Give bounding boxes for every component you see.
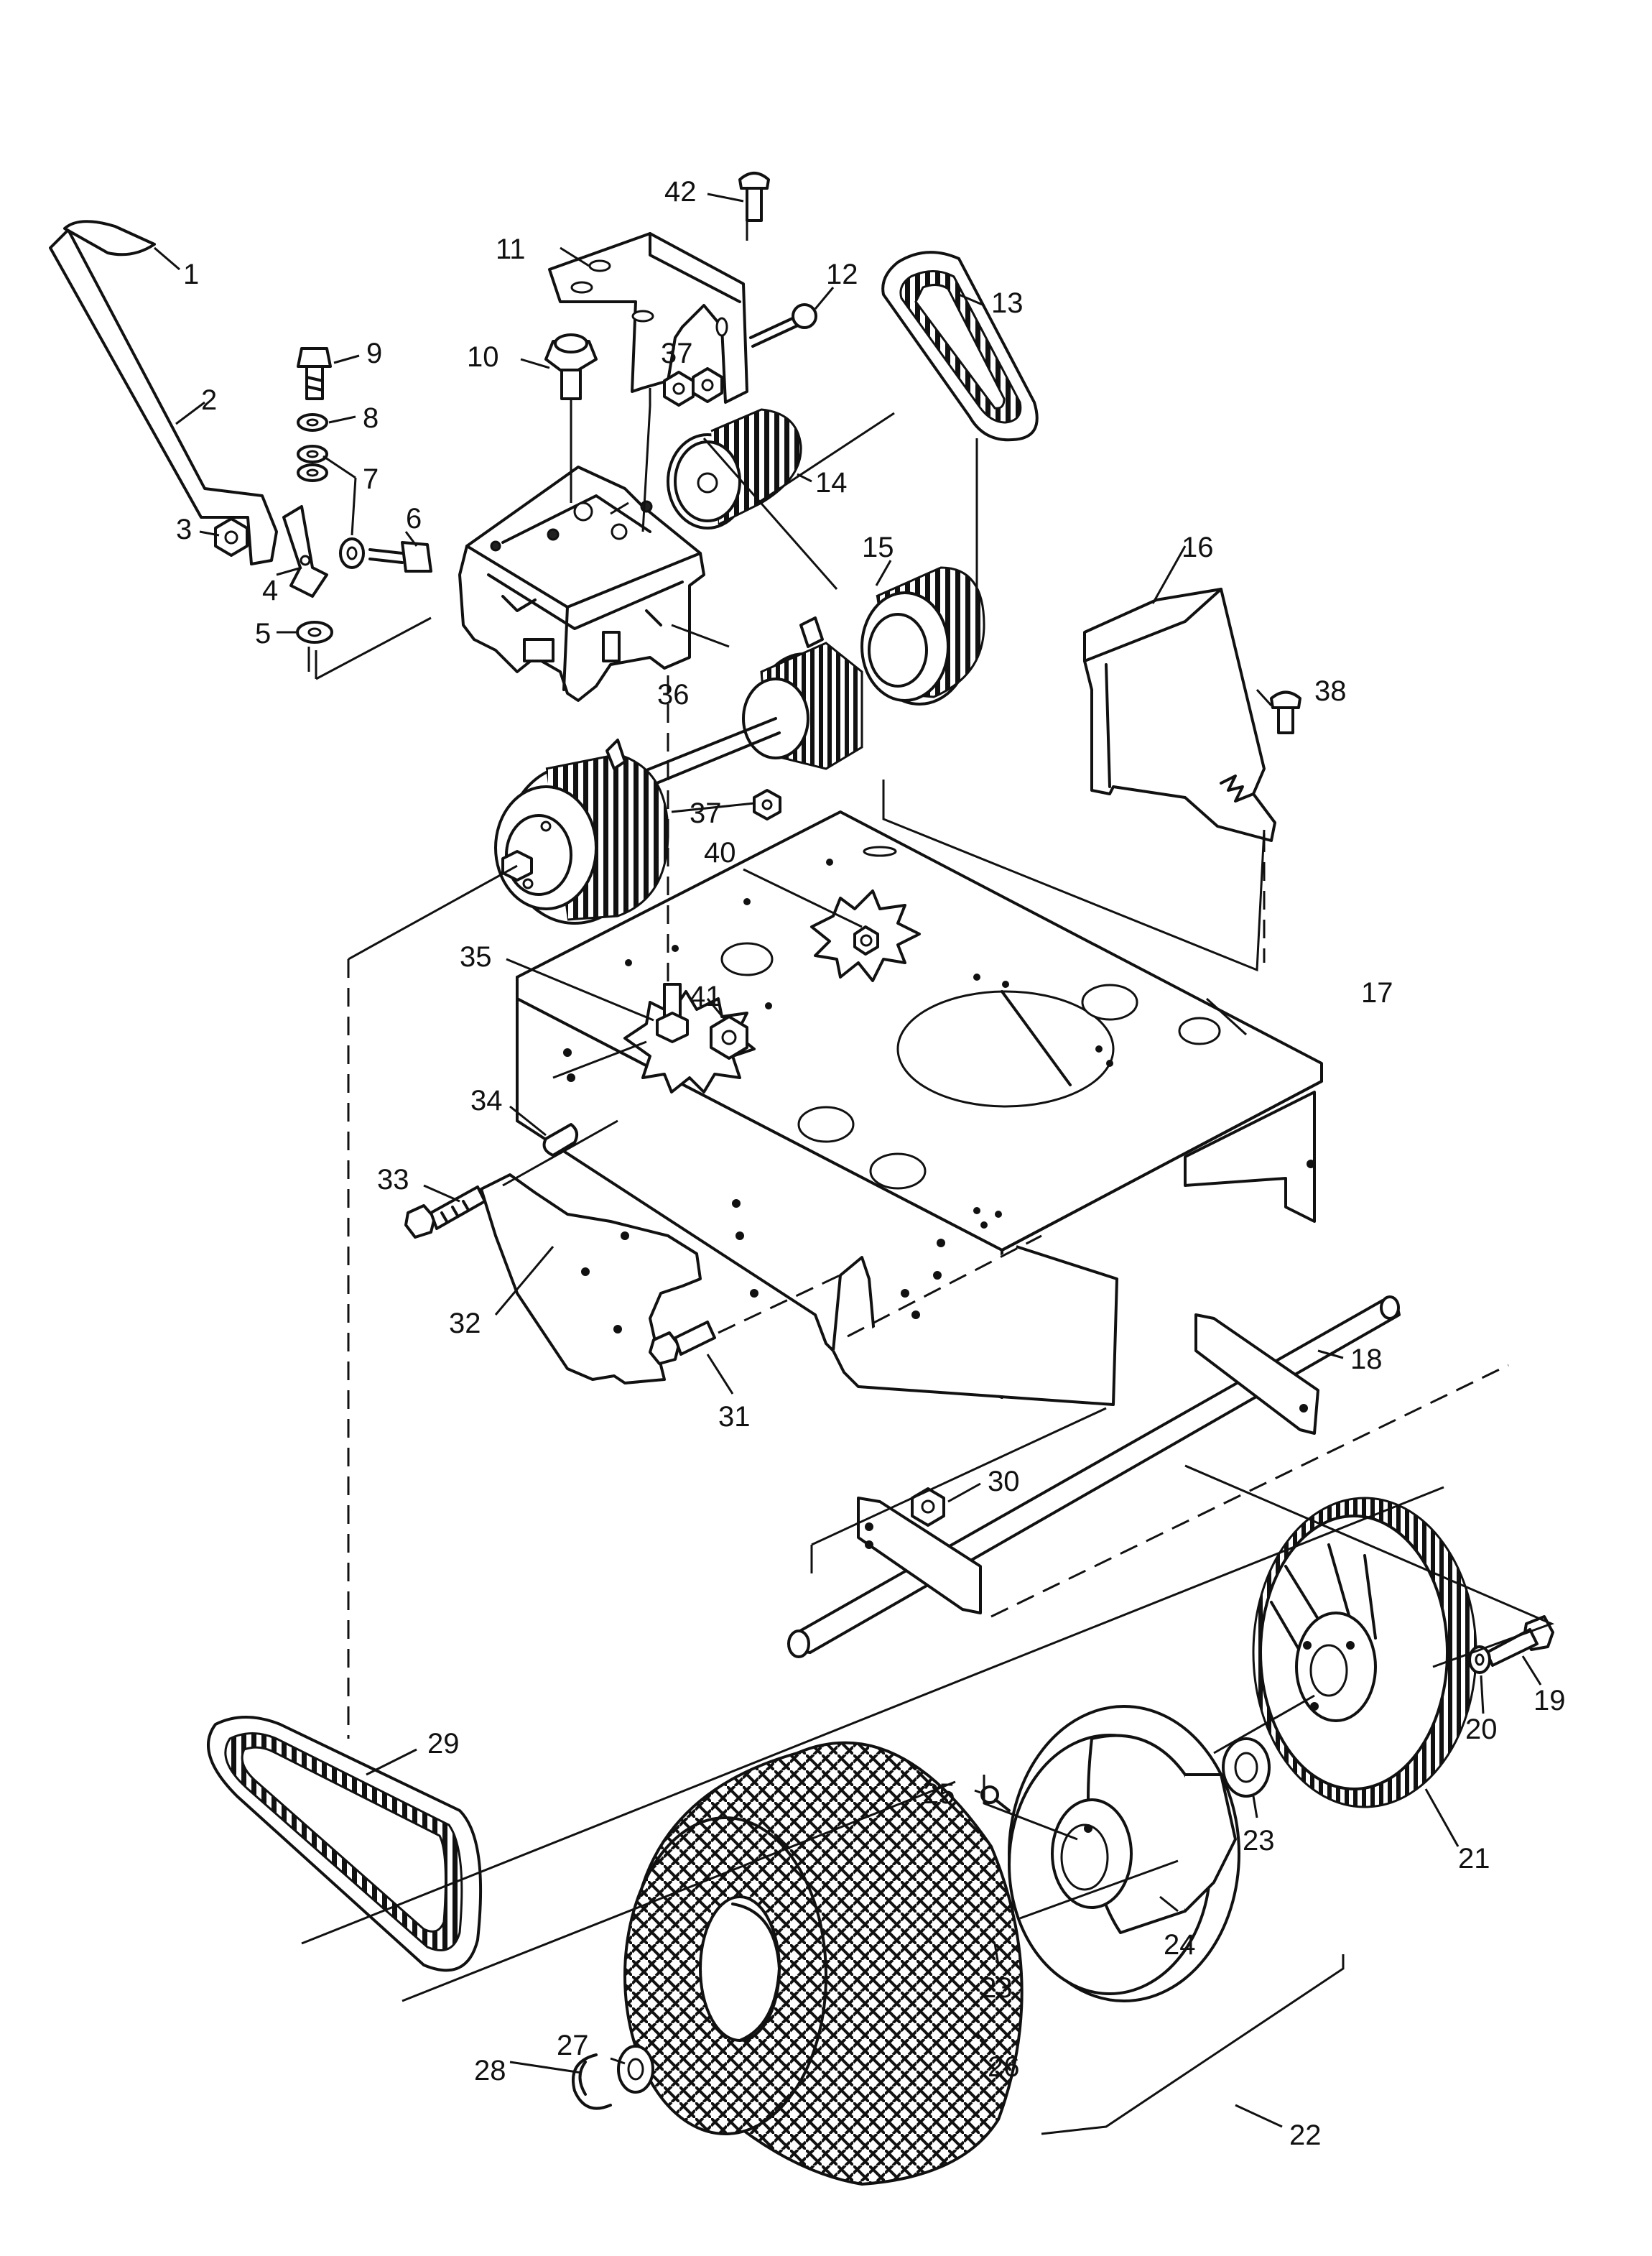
drive-belt-lower <box>207 1716 483 1972</box>
callout-2: 2 <box>201 384 217 416</box>
retaining-ring <box>572 2053 612 2110</box>
vent-fitting <box>544 333 598 400</box>
drive-gear-hub <box>1252 1497 1477 1808</box>
lock-washer <box>1468 1645 1491 1674</box>
callout-31: 31 <box>718 1401 751 1433</box>
drive-pulley <box>667 408 802 530</box>
callout-40: 40 <box>704 837 736 869</box>
hub-bolt <box>1485 1615 1554 1667</box>
callout-8: 8 <box>363 402 379 434</box>
callout-5: 5 <box>255 618 271 649</box>
assembly-lines <box>301 216 1555 2135</box>
cover-bolt <box>1270 690 1301 734</box>
drive-axle-assembly <box>494 566 985 925</box>
callout-41: 41 <box>690 981 722 1012</box>
belt-cover <box>1083 588 1276 842</box>
side-bolt <box>404 1185 486 1239</box>
shift-link <box>282 505 328 598</box>
callout-28: 28 <box>474 2055 506 2086</box>
frame-plate <box>516 810 1323 1406</box>
callout-3: 3 <box>176 514 192 545</box>
pivot-pin <box>542 1123 579 1157</box>
side-plate <box>480 1173 702 1384</box>
callout-9: 9 <box>366 338 382 369</box>
callout-24: 24 <box>1164 1929 1196 1961</box>
callout-22: 22 <box>1289 2119 1322 2151</box>
frame-bolt <box>649 1321 716 1365</box>
callout-36: 36 <box>657 679 690 711</box>
callout-38: 38 <box>1314 675 1347 707</box>
wheel-rim <box>1008 1705 1240 2002</box>
callout-labels: 1 2 3 4 5 6 7 8 9 10 11 12 13 14 15 16 1… <box>176 176 1566 2151</box>
mounting-bracket <box>548 232 748 404</box>
carriage-bolt <box>738 172 770 222</box>
callout-15: 15 <box>862 532 894 563</box>
callout-13: 13 <box>991 287 1024 319</box>
callout-1: 1 <box>183 259 199 290</box>
callout-16: 16 <box>1182 532 1214 563</box>
callout-32: 32 <box>449 1308 481 1339</box>
callout-19: 19 <box>1533 1685 1566 1716</box>
callout-42: 42 <box>664 176 697 208</box>
bearing-right <box>1222 1737 1271 1798</box>
callout-leaders <box>154 193 1542 2128</box>
callout-26: 26 <box>988 2051 1020 2083</box>
hex-nuts-upper <box>663 367 723 407</box>
bracket-screw <box>749 303 817 348</box>
drive-belt-upper <box>881 251 1039 442</box>
callout-34: 34 <box>470 1085 503 1117</box>
callout-25: 25 <box>923 1778 955 1810</box>
vertical-bolt <box>297 347 332 400</box>
callout-23a: 23 <box>1243 1825 1275 1857</box>
callout-33: 33 <box>377 1164 409 1196</box>
lock-nut <box>214 517 249 557</box>
tire <box>623 1741 1024 2186</box>
flange-nut <box>710 1015 748 1060</box>
callout-17: 17 <box>1361 977 1393 1009</box>
callout-11: 11 <box>496 234 526 265</box>
callout-6: 6 <box>406 503 422 535</box>
callout-12: 12 <box>826 259 858 290</box>
callout-10: 10 <box>467 341 499 373</box>
callout-18: 18 <box>1350 1344 1383 1375</box>
shift-lever <box>49 220 278 565</box>
callout-7: 7 <box>363 463 379 495</box>
callout-29: 29 <box>427 1728 460 1760</box>
callout-4: 4 <box>262 575 278 606</box>
callout-14: 14 <box>815 467 848 499</box>
transmission-gearbox <box>458 466 705 702</box>
callout-35: 35 <box>460 941 492 973</box>
callout-30: 30 <box>988 1466 1020 1497</box>
axle-washer <box>617 2045 654 2094</box>
callout-37a: 37 <box>661 338 693 369</box>
shift-bolt <box>368 541 432 573</box>
star-washer-right <box>810 889 921 982</box>
washers <box>296 413 365 644</box>
callout-23b: 23 <box>980 1972 1013 2004</box>
callout-37b: 37 <box>690 798 722 829</box>
wheel-axle <box>787 1295 1401 1658</box>
valve-stem <box>980 1785 1011 1812</box>
axle-nut <box>911 1487 945 1527</box>
callout-27: 27 <box>557 2030 589 2061</box>
callout-21: 21 <box>1458 1843 1490 1874</box>
callout-20: 20 <box>1465 1714 1498 1745</box>
hex-nut-lower <box>753 789 781 820</box>
